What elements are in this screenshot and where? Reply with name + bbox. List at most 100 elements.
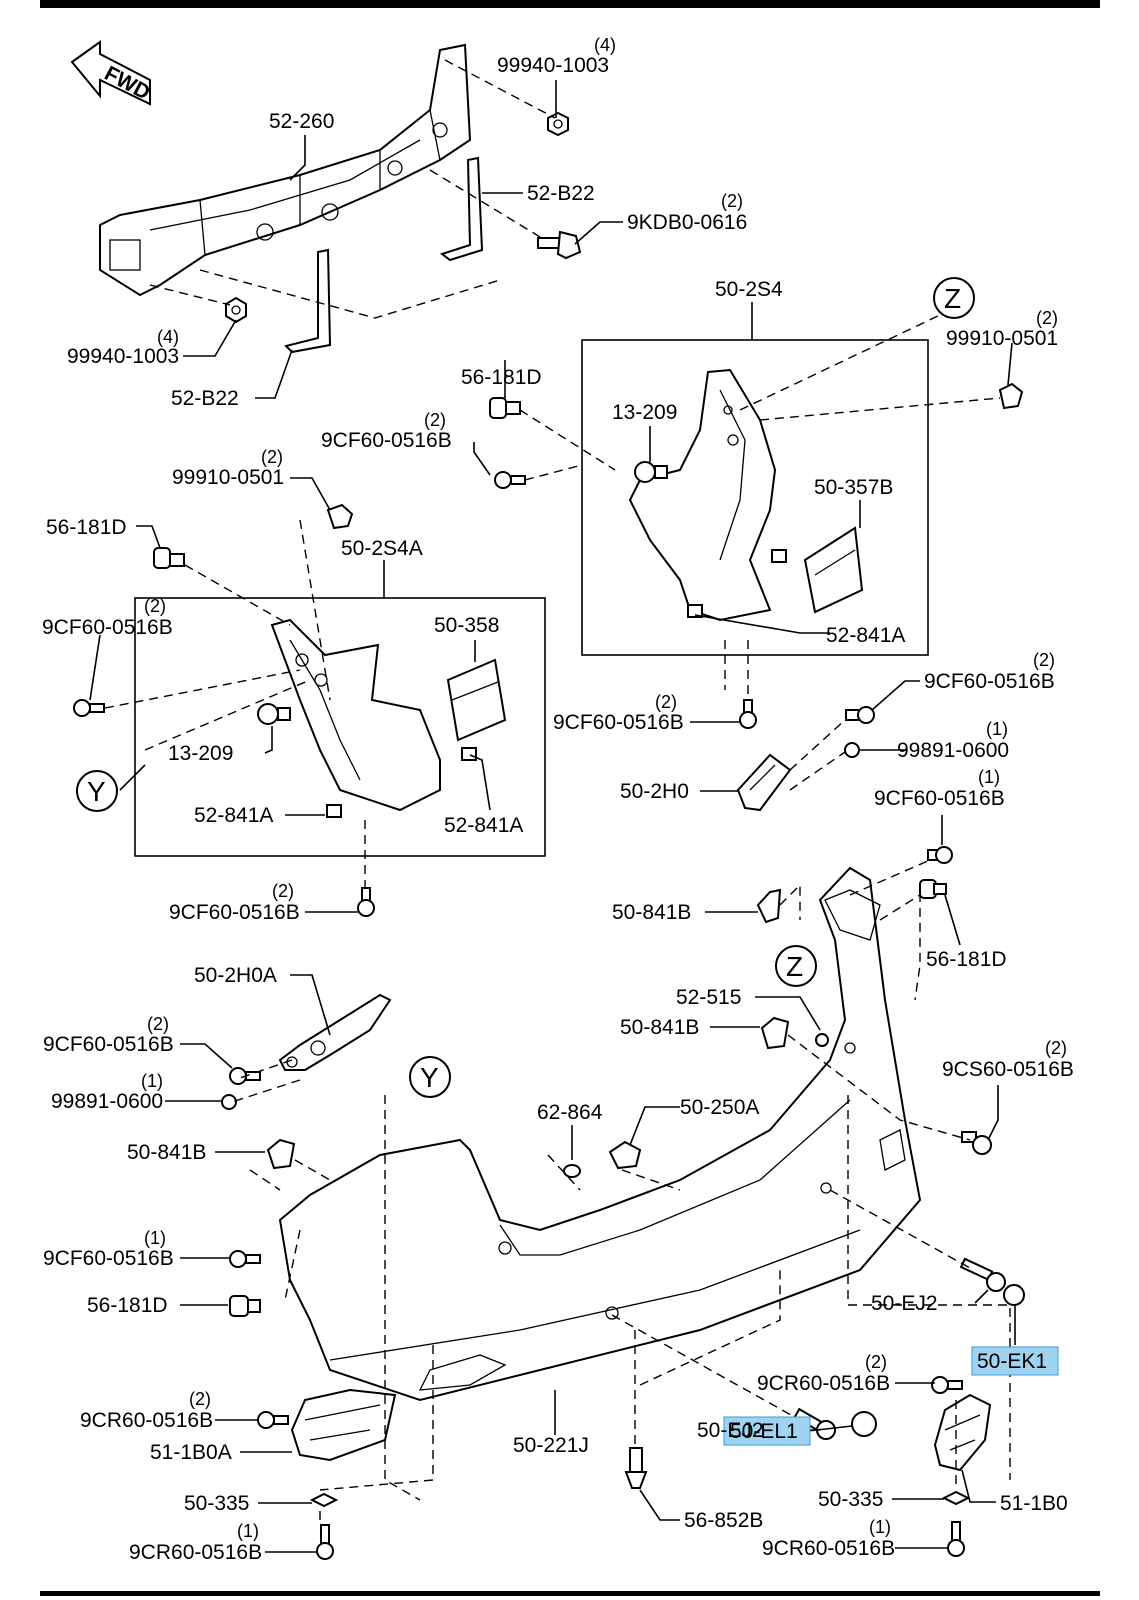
label-9cf60-0516b-upper-left: 9CF60-0516B (321, 429, 452, 452)
label-62-864: 62-864 (537, 1101, 603, 1124)
label-56-852b: 56-852B (684, 1509, 763, 1532)
label-50-2h0a: 50-2H0A (194, 964, 277, 987)
highlight-50-el1 (723, 1416, 811, 1446)
label-52-841a-left-b: 52-841A (444, 814, 523, 837)
bolt-9kdb0-0616 (537, 230, 582, 260)
marker-z-top-text: Z (944, 283, 961, 314)
label-52-260: 52-260 (269, 110, 334, 133)
qty-99891-0600-b: (1) (141, 1071, 163, 1091)
label-56-181d-bumper-right: 56-181D (926, 948, 1007, 971)
qty-9cf60-0516b-below-left-box: (2) (272, 881, 294, 901)
clip-50-841b-middle (760, 1016, 790, 1050)
reflector-51-1b0a (290, 1388, 397, 1462)
highlight-50-ek1 (971, 1346, 1059, 1376)
screw-56-181d-bumper-right (919, 879, 947, 899)
label-9cf60-0516b-bumper-right: 9CF60-0516B (874, 787, 1005, 810)
bumper-cover-50-221j (278, 866, 922, 1402)
label-50-ej2-lower: 50-EJ2 (697, 1419, 764, 1442)
screw-9cf60-0516b-left (73, 699, 105, 717)
label-50-ej2-upper: 50-EJ2 (871, 1292, 938, 1315)
qty-99940-1003-upper: (4) (594, 35, 616, 55)
qty-9cr60-0516b-bottom-left: (1) (237, 1521, 259, 1541)
washer-99891-0600-a (844, 742, 860, 758)
label-99910-0501-left: 99910-0501 (172, 466, 284, 489)
screw-9cr60-0516b-left (257, 1411, 289, 1429)
clip-99910-0501-left (326, 503, 354, 530)
screw-9cr60-0516b-bottom-left (316, 1524, 334, 1560)
qty-9cf60-0516b-bumper-right: (1) (978, 767, 1000, 787)
clip-62-864 (563, 1164, 581, 1178)
top-rule (40, 0, 1100, 8)
bracket-50-2s4a (270, 618, 441, 812)
nut-52-841a-right (687, 549, 787, 618)
label-9cf60-0516b-left: 9CF60-0516B (42, 616, 173, 639)
bracket-52-b22-lower (284, 248, 332, 354)
label-50-2s4: 50-2S4 (715, 278, 783, 301)
clip-50-250a (608, 1140, 642, 1170)
marker-y-left: Y (76, 770, 118, 812)
qty-9cf60-0516b-2h0a: (2) (147, 1014, 169, 1034)
label-51-1b0: 51-1B0 (1000, 1492, 1068, 1515)
marker-z-bumper-text: Z (786, 951, 803, 982)
screw-9cf60-0516b-upper-left (494, 471, 526, 489)
screw-56-181d-top (489, 397, 521, 419)
qty-99910-0501-right: (2) (1036, 308, 1058, 328)
bracket-50-2h0a (278, 993, 392, 1071)
label-50-el1: 50-EL1 (730, 1420, 798, 1443)
label-99940-1003-upper: 99940-1003 (497, 54, 609, 77)
label-9cr60-0516b-bottom-right: 9CR60-0516B (762, 1537, 895, 1560)
label-99891-0600-b: 99891-0600 (51, 1090, 163, 1113)
label-9cf60-0516b-2h0: 9CF60-0516B (924, 670, 1055, 693)
marker-z-bumper: Z (775, 945, 817, 987)
clip-99910-0501-right (998, 382, 1024, 410)
label-50-2h0: 50-2H0 (620, 780, 689, 803)
marker-y-left-text: Y (87, 776, 106, 807)
label-50-335-left: 50-335 (184, 1492, 249, 1515)
clip-50-841b-upper (756, 888, 782, 924)
label-13-209-left: 13-209 (168, 742, 233, 765)
qty-9kdb0-0616: (2) (721, 191, 743, 211)
label-9cf60-0516b-2h0a: 9CF60-0516B (43, 1033, 174, 1056)
label-51-1b0a: 51-1B0A (150, 1441, 232, 1464)
screw-9cs60-0516b (961, 1131, 992, 1155)
grille-50-357b (803, 526, 864, 614)
label-9cs60-0516b: 9CS60-0516B (942, 1058, 1074, 1081)
marker-z-top: Z (933, 277, 975, 319)
label-50-357b: 50-357B (814, 476, 893, 499)
nut-99940-1003-upper (547, 111, 569, 137)
grille-50-358 (446, 658, 507, 742)
nut-52-841a-left (326, 747, 477, 818)
qty-99910-0501-left: (2) (261, 447, 283, 467)
screw-56-852b (624, 1447, 648, 1489)
label-99910-0501-right: 99910-0501 (946, 327, 1058, 350)
label-99940-1003-lower: 99940-1003 (67, 345, 179, 368)
label-99891-0600-a: 99891-0600 (897, 739, 1009, 762)
qty-99891-0600-a: (1) (986, 719, 1008, 739)
screw-9cf60-0516b-below-box (739, 699, 757, 729)
label-9kdb0-0616: 9KDB0-0616 (627, 211, 747, 234)
qty-9cr60-0516b-left: (2) (189, 1389, 211, 1409)
label-50-841b-upper: 50-841B (612, 901, 691, 924)
marker-y-bumper-text: Y (420, 1062, 439, 1093)
cap-50-ek1 (1003, 1284, 1025, 1306)
qty-9cs60-0516b: (2) (1045, 1038, 1067, 1058)
label-50-335-right: 50-335 (818, 1488, 883, 1511)
qty-9cf60-0516b-left: (2) (144, 596, 166, 616)
clip-13-209-b (257, 703, 291, 725)
fwd-arrow-icon: FWD (70, 40, 154, 106)
washer-99891-0600-b (221, 1094, 237, 1110)
qty-9cr60-0516b-bottom-right: (1) (869, 1517, 891, 1537)
qty-9cf60-0516b-2h0: (2) (1033, 650, 1055, 670)
qty-9cf60-0516b-upper-left: (2) (424, 410, 446, 430)
label-9cf60-0516b-below-box: 9CF60-0516B (553, 711, 684, 734)
nut-50-335-left (309, 1492, 339, 1508)
label-9cr60-0516b-left: 9CR60-0516B (80, 1409, 213, 1432)
qty-9cf60-0516b-below-box: (2) (655, 692, 677, 712)
marker-y-bumper: Y (409, 1056, 451, 1098)
screw-56-181d-left (153, 547, 185, 569)
clip-50-841b-lower (266, 1138, 296, 1170)
label-9cf60-0516b-bumper-left: 9CF60-0516B (43, 1247, 174, 1270)
reinforcement-beam-52-260 (99, 43, 472, 297)
